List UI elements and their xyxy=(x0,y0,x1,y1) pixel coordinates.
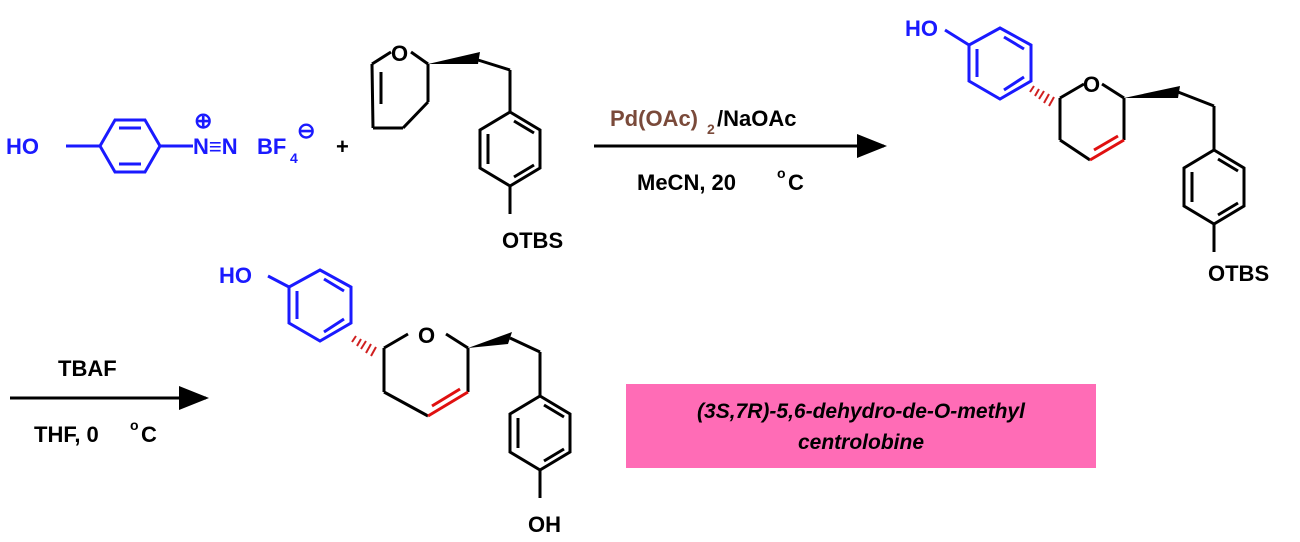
product1-aryl-ring xyxy=(1182,148,1246,226)
reagent-aryl-ring xyxy=(478,110,542,188)
product2-aryl-ring xyxy=(508,394,572,472)
reagent-otbs-label: OTBS xyxy=(502,228,563,253)
product2: HO O xyxy=(219,263,572,537)
product1-wedge-bond xyxy=(1124,86,1180,98)
product2-phenol-ring xyxy=(267,268,353,343)
diazonium-salt: HO N≡N BF 4 ⊕ ⊖ xyxy=(6,108,315,174)
dihydropyran-oxygen-label: O xyxy=(391,41,408,66)
target-box-background xyxy=(626,384,1096,468)
product1-oxygen-label: O xyxy=(1083,72,1100,97)
product1-pyran-ring xyxy=(1058,82,1126,162)
target-name-line2: centrolobine xyxy=(798,431,924,454)
step1-solvent-temp: MeCN, 20 xyxy=(637,170,736,195)
product1-otbs-label: OTBS xyxy=(1208,261,1269,286)
target-name-box: (3S,7R)-5,6-dehydro-de-O-methyl centrolo… xyxy=(626,384,1096,468)
diazonium-arene-ring xyxy=(66,118,193,174)
plus-sign: + xyxy=(336,134,349,159)
minus-charge-icon: ⊖ xyxy=(297,118,315,143)
tetrafluoroborate-subscript: 4 xyxy=(290,150,298,166)
step2-degree-symbol: o xyxy=(130,417,139,433)
product1: HO O xyxy=(905,16,1269,286)
wedge-bond xyxy=(428,52,480,64)
dihydropyran-ring xyxy=(370,50,430,130)
product1-phenol-ring xyxy=(944,26,1033,101)
base-label: /NaOAc xyxy=(717,106,796,131)
product2-oxygen-label: O xyxy=(418,323,435,348)
product1-hydroxy-label: HO xyxy=(905,16,938,41)
step2-solvent-temp: THF, 0 xyxy=(34,422,99,447)
step2-reagents: TBAF THF, 0 o C xyxy=(34,356,157,447)
product1-chain xyxy=(1177,90,1246,252)
plus-charge-icon: ⊕ xyxy=(194,108,212,133)
product2-phenol-label: OH xyxy=(528,512,561,537)
tbaf-label: TBAF xyxy=(58,356,117,381)
dihydropyran-reagent xyxy=(370,50,542,214)
target-name-line1: (3S,7R)-5,6-dehydro-de-O-methyl xyxy=(697,400,1026,423)
palladium-catalyst-subscript: 2 xyxy=(707,121,715,137)
product2-pyran-ring xyxy=(382,332,470,418)
step1-reagents: Pd(OAc) 2 /NaOAc MeCN, 20 o C xyxy=(610,106,804,195)
step1-degree-symbol: o xyxy=(777,165,786,181)
palladium-catalyst-label: Pd(OAc) xyxy=(610,106,698,131)
tetrafluoroborate-label: BF xyxy=(257,134,286,159)
product2-hashed-bond xyxy=(351,335,377,357)
diazo-label: N≡N xyxy=(193,134,238,159)
product2-hydroxy-label: HO xyxy=(219,263,252,288)
product2-wedge-bond xyxy=(468,332,512,348)
product2-chain xyxy=(508,336,572,498)
product1-hashed-bond xyxy=(1029,85,1055,107)
diazonium-hydroxy-label: HO xyxy=(6,134,39,159)
step1-celsius-unit: C xyxy=(788,170,804,195)
step2-celsius-unit: C xyxy=(141,422,157,447)
